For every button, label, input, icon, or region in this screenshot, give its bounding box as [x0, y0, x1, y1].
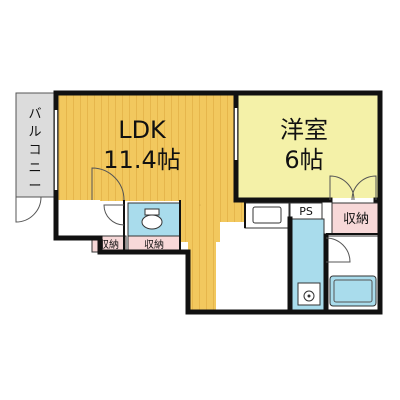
windows	[54, 108, 238, 190]
ldk-name-label: LDK	[118, 116, 167, 144]
western-room	[236, 93, 380, 198]
ps-label: PS	[299, 205, 313, 218]
storage-right-cell	[331, 202, 381, 235]
balcony-label-char: ニ	[28, 161, 41, 176]
balcony-label-char: ル	[28, 125, 41, 140]
door-swings	[15, 167, 377, 263]
western-size-label: 6帖	[284, 146, 323, 174]
wash-area	[289, 218, 325, 312]
balcony-label-char: コ	[28, 143, 41, 158]
ldk-room	[56, 93, 245, 312]
kitchen-sink-icon	[252, 206, 282, 224]
washbasin-icon	[297, 282, 321, 306]
balcony: バ ル コ ニ ー	[15, 92, 55, 198]
entry-area	[56, 200, 100, 238]
toilet-room	[127, 202, 181, 237]
kitchen-counter	[244, 202, 290, 229]
balcony-label-char: ー	[28, 179, 41, 194]
bathroom	[325, 235, 381, 313]
storage-center-label: 収納	[144, 238, 164, 251]
toilet-icon	[141, 208, 163, 230]
storage-left-label: 収納	[99, 238, 119, 251]
watermark: .	[198, 194, 202, 210]
western-name-label: 洋室	[280, 116, 328, 144]
thin-walls	[123, 200, 380, 252]
balcony-label-char: バ	[28, 107, 41, 122]
storage-right-label: 収納	[343, 212, 369, 227]
bathtub-icon	[329, 275, 377, 307]
ldk-size-label: 11.4帖	[103, 146, 180, 174]
